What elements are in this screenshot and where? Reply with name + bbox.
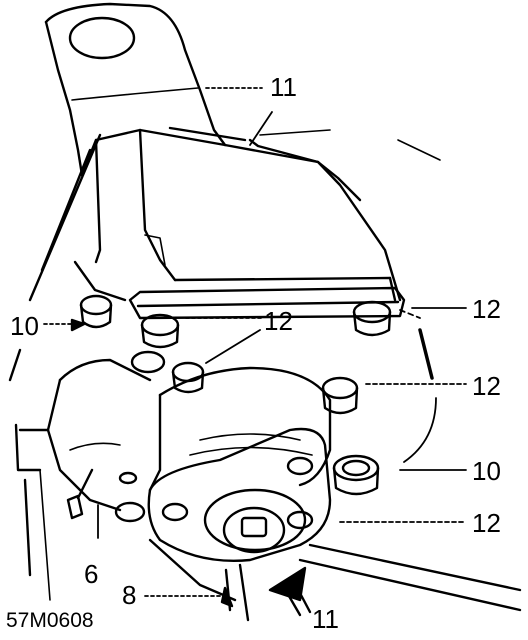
bracket-eye-hole xyxy=(68,16,136,60)
callout-12-b: 12 xyxy=(264,306,293,336)
side-casting xyxy=(14,358,152,601)
callout-11-top: 11 xyxy=(270,72,297,102)
flange-plate xyxy=(128,286,406,320)
callout-6: 6 xyxy=(84,559,99,589)
arrow-8 xyxy=(220,586,234,608)
arrow-10-left xyxy=(70,318,86,332)
figure-code: 57M0608 xyxy=(6,609,94,632)
callout-8: 8 xyxy=(122,580,137,610)
mounting-bracket xyxy=(44,2,227,177)
guide-lines xyxy=(259,129,441,463)
bolt-left-top xyxy=(79,294,113,329)
bracket-housing xyxy=(73,126,402,302)
leader-lines xyxy=(43,87,467,597)
arrow-11-bottom xyxy=(268,566,312,617)
bolt-flange-right xyxy=(352,300,392,337)
pump-flange xyxy=(147,427,332,562)
bolt-flange-left xyxy=(140,313,180,349)
support-rods xyxy=(8,133,102,382)
callout-11-bottom: 11 xyxy=(312,604,339,634)
callout-12-c: 12 xyxy=(472,371,501,401)
callout-10-right: 10 xyxy=(472,456,501,486)
callout-12-a: 12 xyxy=(472,294,501,324)
bolt-pump-right xyxy=(321,376,359,415)
callout-12-d: 12 xyxy=(472,508,501,538)
pump-pulley-hub xyxy=(203,488,307,554)
bolt-center xyxy=(130,350,205,394)
bolt-lower-right xyxy=(332,454,380,496)
bolt-6 xyxy=(66,468,94,520)
callout-10-left: 10 xyxy=(10,311,39,341)
